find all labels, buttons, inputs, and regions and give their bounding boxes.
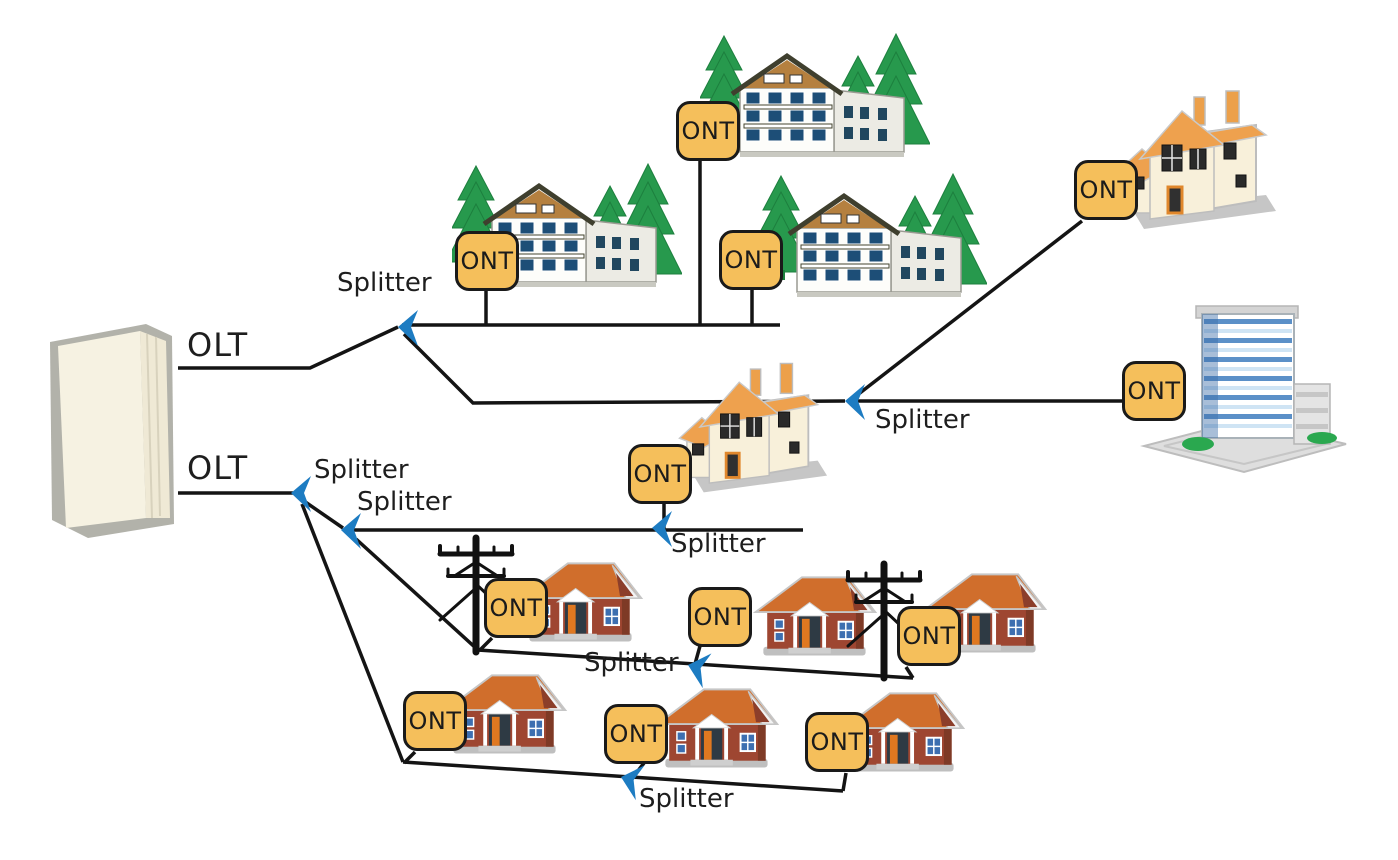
house-illustration [656,688,779,769]
splitter-arrow-icon-1 [398,310,418,346]
ont-badge-11: ONT [604,704,668,764]
ont-badge-5: ONT [1122,361,1186,421]
ont-badge-9: ONT [897,606,961,666]
splitter-arrow-icon-3 [291,476,311,512]
ont-badge-7: ONT [484,578,548,638]
fiber-drop [478,636,494,652]
ont-badge-12: ONT [805,712,869,772]
fiber-branch-bottom [300,503,405,763]
splitter-label-4: Splitter [357,487,452,517]
ont-badge-3: ONT [719,230,783,290]
fiber-drop [402,750,417,765]
olt-label-1: OLT [187,326,249,364]
cottage-illustration [677,361,829,494]
fiber-drop [841,772,848,792]
splitter-label-3: Splitter [314,455,409,485]
ont-badge-1: ONT [455,231,519,291]
splitter-label-2: Splitter [875,405,970,435]
apartment-building-illustration [751,174,987,297]
ont-badge-4: ONT [1074,160,1138,220]
fiber-feeder-upper [178,325,399,370]
fiber-branch-mid [402,332,846,405]
fiber-drop [693,645,702,665]
ont-badge-8: ONT [688,587,752,647]
house-illustration [754,576,877,657]
splitter-label-7: Splitter [639,784,734,814]
ont-badge-6: ONT [628,444,692,504]
ont-badge-10: ONT [403,691,467,751]
splitter-label-5: Splitter [671,529,766,559]
fiber-to-cottage-top [854,219,1084,398]
ont-badge-2: ONT [676,101,740,161]
olt-label-2: OLT [187,449,249,487]
cottage-illustration [1116,89,1278,231]
fiber-drop [904,666,915,679]
fiber-branch [300,497,344,530]
splitter-label-6: Splitter [584,648,679,678]
olt-cabinet [49,323,175,539]
splitter-label-1: Splitter [337,268,432,298]
